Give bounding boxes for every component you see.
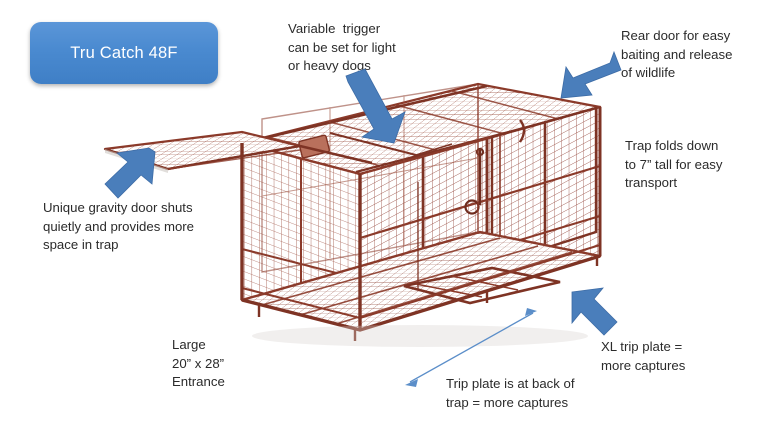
cage-roof [240, 82, 602, 176]
arrow-to-trigger [345, 68, 406, 144]
dimension-arrow-trip-plate [405, 308, 537, 387]
arrow-to-trip-plate [571, 287, 618, 336]
cage-corner-posts [240, 84, 602, 330]
gravity-door-note: Unique gravity door shuts quietly and pr… [43, 200, 195, 252]
side-handle [518, 119, 526, 143]
xl-trip-plate-note: XL trip plate = more captures [601, 339, 686, 373]
entrance-size-note: Large 20” x 28” Entrance [172, 337, 225, 389]
product-title-label: Tru Catch 48F [70, 43, 178, 62]
product-title-badge: Tru Catch 48F [30, 22, 218, 84]
folds-down-note: Trap folds down to 7” tall for easy tran… [625, 138, 723, 190]
trip-plate-location-note: Trip plate is at back of trap = more cap… [446, 376, 575, 410]
arrow-to-gravity-door [104, 147, 156, 199]
arrow-to-rear-door [560, 50, 622, 99]
rear-door-note: Rear door for easy baiting and release o… [621, 28, 733, 80]
